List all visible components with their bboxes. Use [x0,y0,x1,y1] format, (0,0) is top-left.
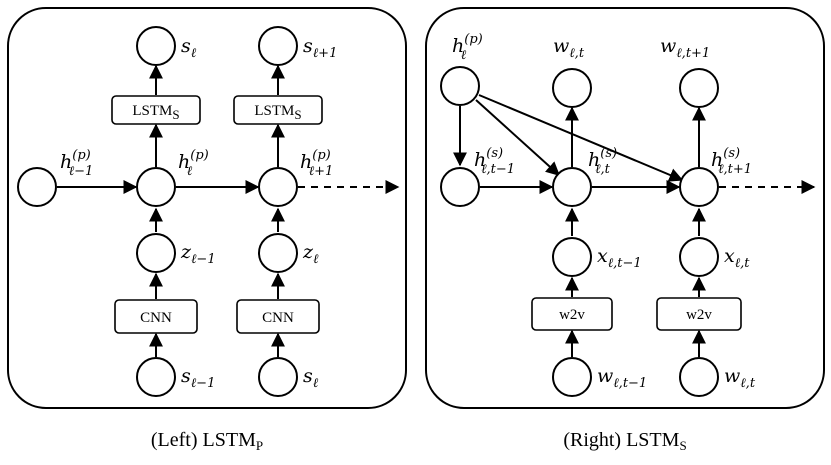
cnn-box-1 [114,299,198,334]
label-z2: zℓ [302,241,319,267]
cnn-box-2 [236,299,320,334]
label-s-bot-2: sℓ [303,365,319,391]
label-w-top-1: wℓ,t [553,35,585,61]
edge-hp-hscur [475,99,561,176]
label-z1: zℓ−1 [180,241,216,267]
w2v-box-1 [531,297,613,331]
label-h-next: h(p)ℓ+1 [300,148,333,179]
node-hcur [136,167,176,207]
label-s-top-2: sℓ+1 [303,35,337,61]
cnn-box-2-label: CNN [262,310,294,326]
label-s-top-1: sℓ [181,35,197,61]
node-hp [440,66,480,106]
label-hs-prev: h(s)ℓ,t−1 [474,146,515,177]
w2v-box-2-label: w2v [686,307,712,323]
node-hs-prev [440,167,480,207]
w2v-box-2 [656,297,742,331]
lstm-box-1-label: LSTMS [132,103,179,122]
lstm-box-1 [111,95,201,125]
node-x1 [552,237,592,277]
left-panel-frame [7,7,407,409]
node-hnext [258,167,298,207]
left-panel: LSTMS LSTMS CNN CNN sℓ sℓ+1 h(p)ℓ−1 h(p)… [7,7,407,409]
label-hs-next: h(s)ℓ,t+1 [711,146,752,177]
label-s-bot-1: sℓ−1 [181,365,215,391]
node-w-bot-2 [679,357,719,397]
w2v-box-1-label: w2v [559,307,585,323]
label-w-bot-2: wℓ,t [724,365,756,391]
lstm-box-2 [233,95,323,125]
node-s-bot-2 [258,357,298,397]
right-panel: w2v w2v h(p)ℓ wℓ,t wℓ,t+1 h(s)ℓ,t−1 h(s)… [425,7,825,409]
label-h-p: h(p)ℓ [452,32,483,63]
label-h-cur: h(p)ℓ [178,148,209,179]
lstm-box-2-label: LSTMS [254,103,301,122]
label-x1: xℓ,t−1 [597,245,642,271]
label-hs-cur: h(s)ℓ,t [588,146,617,177]
right-panel-frame [425,7,825,409]
node-w-top-1 [552,68,592,108]
node-z2 [258,233,298,273]
label-x2: xℓ,t [724,245,750,271]
node-s-bot-1 [136,357,176,397]
node-w-top-2 [679,68,719,108]
label-h-prev: h(p)ℓ−1 [60,148,93,179]
cnn-box-1-label: CNN [140,310,172,326]
label-w-bot-1: wℓ,t−1 [597,365,647,391]
node-hs-next [679,167,719,207]
node-x2 [679,237,719,277]
node-hprev [17,167,57,207]
caption-right: (Right) LSTMS [563,429,686,453]
caption-left: (Left) LSTMP [151,429,263,453]
edge-hp-hsnext [478,94,684,182]
label-w-top-2: wℓ,t+1 [660,35,710,61]
node-w-bot-1 [552,357,592,397]
node-s-top-1 [136,26,176,66]
node-s-top-2 [258,26,298,66]
node-z1 [136,233,176,273]
node-hs-cur [552,167,592,207]
